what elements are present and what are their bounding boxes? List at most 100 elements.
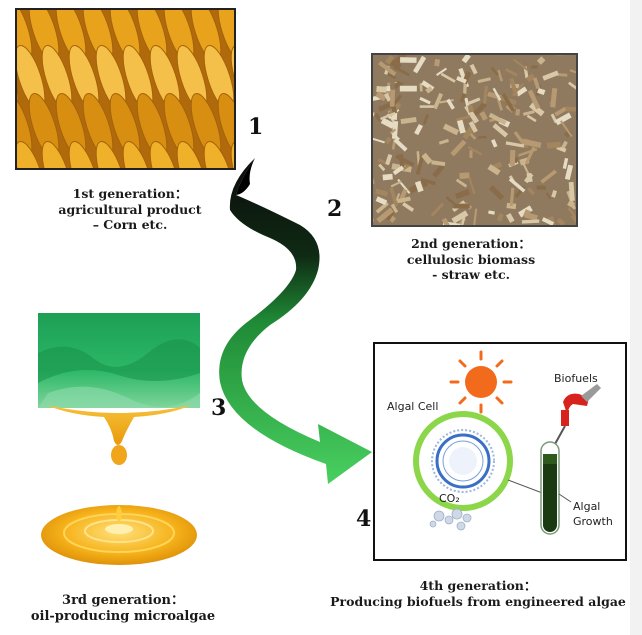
step-number-3: 3 xyxy=(211,395,227,421)
straw-piece-shape xyxy=(378,163,386,172)
straw-piece-shape xyxy=(560,120,573,138)
arrow-ribbon xyxy=(219,158,372,484)
straw-piece-shape xyxy=(565,106,576,112)
corn-cob-shape xyxy=(217,10,234,64)
generation-arrow xyxy=(219,158,372,484)
straw-piece-shape xyxy=(414,180,424,193)
step-number-1: 1 xyxy=(248,114,264,140)
straw-piece-shape xyxy=(550,88,558,108)
engineered-algae-panel: Algal Cell Biofuels CO₂ Algal Growth xyxy=(373,342,627,561)
straw-piece-shape xyxy=(488,112,507,126)
straw-piece-shape xyxy=(420,177,437,186)
straw-piece-shape xyxy=(419,83,423,92)
straw-piece-shape xyxy=(382,173,393,181)
straw-piece-shape xyxy=(527,89,541,110)
straw-piece-shape xyxy=(477,77,491,84)
straw-piece-shape xyxy=(497,213,504,222)
algae-tube-icon xyxy=(540,441,560,535)
straw-piece-shape xyxy=(436,67,447,77)
straw-piece-shape xyxy=(536,185,547,190)
straw-piece-shape xyxy=(467,97,481,106)
straw-piece-shape xyxy=(378,61,397,77)
straw-piece-shape xyxy=(467,146,483,156)
straw-piece-shape xyxy=(456,76,467,84)
straw-piece-shape xyxy=(478,135,487,139)
gen4-desc: Producing biofuels from engineered algae xyxy=(330,593,626,609)
algae-diagram xyxy=(413,350,601,535)
straw-piece-shape xyxy=(537,87,546,96)
straw-piece-shape xyxy=(524,146,536,165)
corn-cob-shape xyxy=(203,140,234,168)
straw-piece-shape xyxy=(376,207,394,224)
page-edge-strip xyxy=(630,0,642,635)
straw-piece-shape xyxy=(385,153,393,166)
straw-piece-shape xyxy=(564,164,574,181)
straw-piece-shape xyxy=(421,152,433,165)
straw-piece-shape xyxy=(431,160,446,167)
straw-piece-shape xyxy=(471,101,487,118)
straw-piece-shape xyxy=(446,98,455,110)
straw-piece-shape xyxy=(501,92,516,112)
fuel-nozzle-icon xyxy=(554,384,601,452)
straw-piece-shape xyxy=(460,212,467,225)
straw-piece-shape xyxy=(556,217,566,225)
straw-piece-shape xyxy=(526,172,533,183)
straw-piece-shape xyxy=(395,154,415,167)
gen2-desc: cellulosic biomass xyxy=(406,251,536,267)
straw-piece-shape xyxy=(568,81,576,93)
corn-cob-shape xyxy=(176,140,208,168)
gen1-caption: 1st generation： agricultural product – C… xyxy=(50,186,210,233)
gen1-desc: agricultural product xyxy=(58,201,202,217)
straw-piece-shape xyxy=(390,203,399,214)
straw-piece-shape xyxy=(551,189,557,198)
straw-piece-shape xyxy=(531,65,538,69)
corn-cob-shape xyxy=(149,140,181,168)
straw-piece-shape xyxy=(373,112,375,117)
straw-piece-shape xyxy=(433,92,444,110)
gen1-example: – Corn etc. xyxy=(92,217,168,233)
algae-oil-photo xyxy=(38,313,200,571)
straw-piece-shape xyxy=(487,164,501,176)
straw-piece-shape xyxy=(513,58,530,72)
straw-piece-shape xyxy=(389,131,400,141)
straw-piece-shape xyxy=(402,163,412,171)
straw-piece-shape xyxy=(492,123,509,138)
straw-piece-shape xyxy=(415,154,425,176)
straw-piece-shape xyxy=(432,163,446,178)
straw-piece-shape xyxy=(505,68,518,77)
straw-piece-shape xyxy=(450,139,467,157)
gen2-example: - straw etc. xyxy=(432,267,510,283)
straw-piece-shape xyxy=(509,187,515,207)
straw-piece-shape xyxy=(536,56,546,65)
straw-piece-shape xyxy=(438,138,449,145)
straw-piece-shape xyxy=(545,192,552,200)
straw-piece-shape xyxy=(392,165,405,176)
straw-piece-shape xyxy=(563,129,573,138)
straw-piece-shape xyxy=(555,72,568,77)
straw-piece-shape xyxy=(569,69,576,78)
corn-cob-shape xyxy=(68,140,100,168)
straw-piece-shape xyxy=(546,141,561,149)
straw-piece-shape xyxy=(469,63,478,75)
straw-piece-shape xyxy=(472,208,478,225)
straw-piece-shape xyxy=(454,188,471,200)
straw-piece-shape xyxy=(506,212,515,223)
straw-piece-shape xyxy=(393,138,408,152)
co2-label: CO₂ xyxy=(439,492,460,505)
straw-piece-shape xyxy=(422,114,430,125)
straw-piece-shape xyxy=(511,82,525,97)
straw-piece-shape xyxy=(390,55,407,69)
straw-piece-shape xyxy=(523,66,529,79)
straw-piece-shape xyxy=(375,196,388,206)
straw-piece-shape xyxy=(526,73,536,83)
corn-cob-shape xyxy=(17,140,46,168)
straw-piece-shape xyxy=(529,102,545,117)
gen4-title: 4th generation： xyxy=(419,578,537,593)
straw-piece-shape xyxy=(488,210,495,215)
straw-piece-shape xyxy=(373,137,385,144)
straw-piece-shape xyxy=(425,86,433,94)
straw-piece-shape xyxy=(540,169,557,184)
straw-piece-shape xyxy=(441,217,452,225)
straw-piece-shape xyxy=(541,217,555,225)
straw-piece-shape xyxy=(419,105,437,108)
